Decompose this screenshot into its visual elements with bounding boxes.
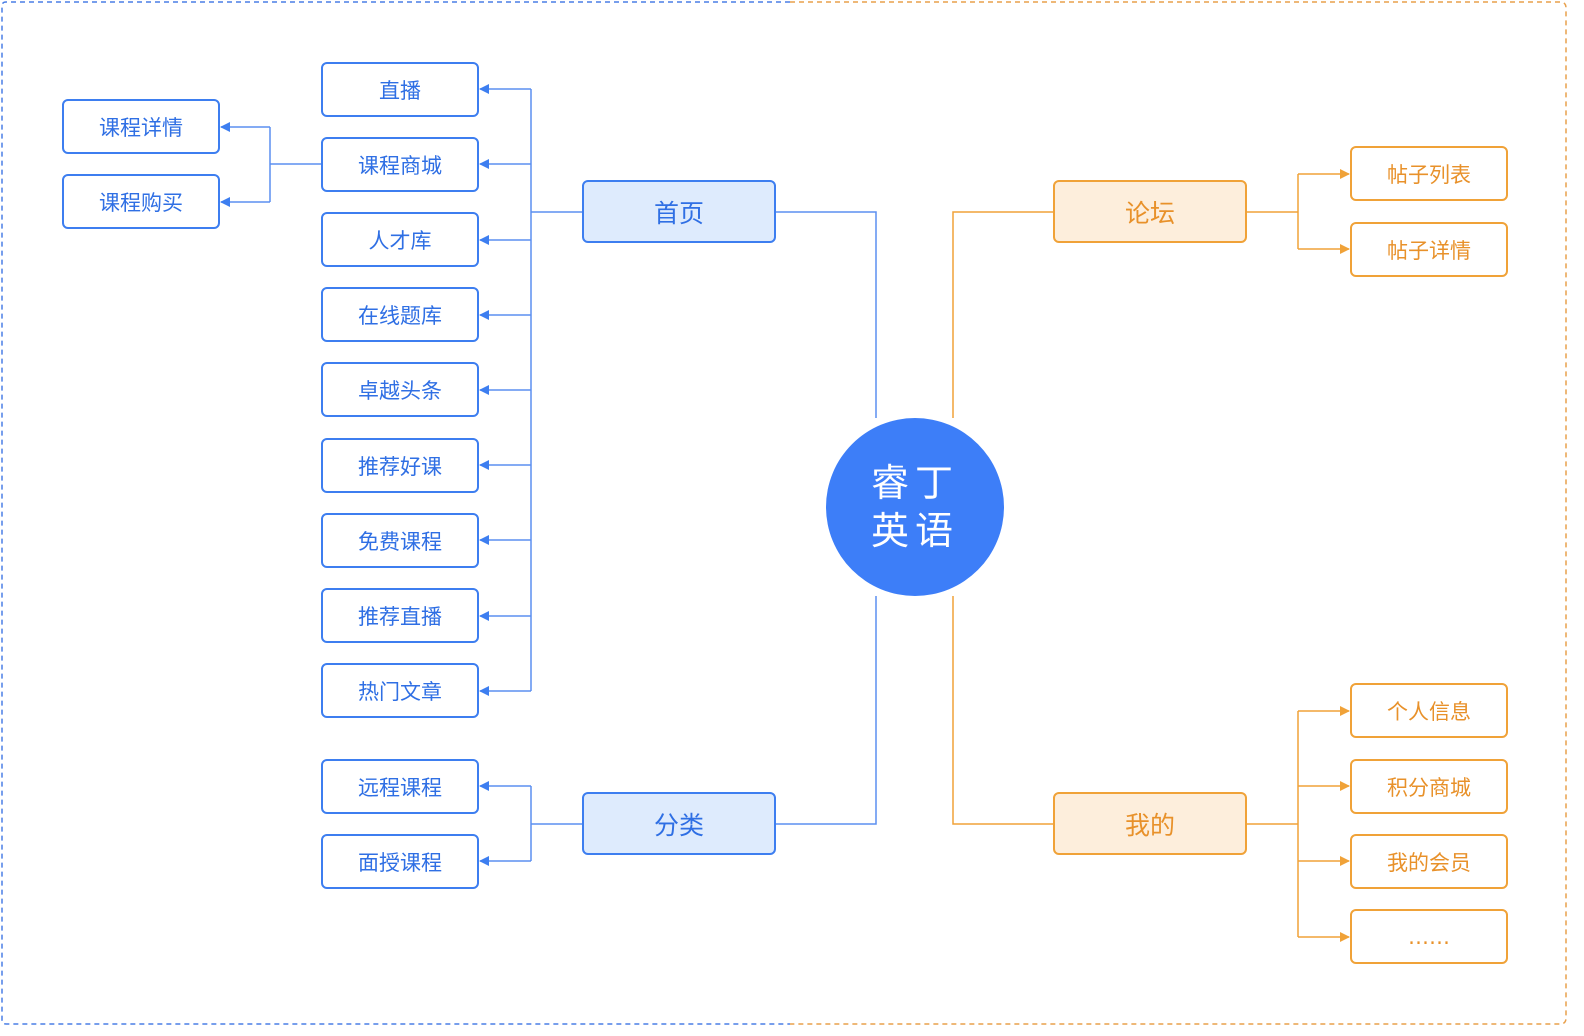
connector-center-mine	[952, 596, 1053, 825]
node-post-detail[interactable]: 帖子详情	[1350, 222, 1508, 277]
center-node: 睿丁 英语	[826, 418, 1004, 596]
connector-center-category	[776, 596, 877, 825]
node-mine[interactable]: 我的	[1053, 792, 1247, 855]
node-category[interactable]: 分类	[582, 792, 776, 855]
node-in-person-courses[interactable]: 面授课程	[321, 834, 479, 889]
node-profile[interactable]: 个人信息	[1350, 683, 1508, 738]
node-hot-articles[interactable]: 热门文章	[321, 663, 479, 718]
connector-center-forum	[952, 211, 1053, 418]
node-post-list[interactable]: 帖子列表	[1350, 146, 1508, 201]
frame-left	[1, 1, 790, 1025]
center-title-line-1: 睿丁	[870, 461, 959, 505]
node-more[interactable]: ……	[1350, 909, 1508, 964]
node-live[interactable]: 直播	[321, 62, 479, 117]
node-home[interactable]: 首页	[582, 180, 776, 243]
node-course-detail[interactable]: 课程详情	[62, 99, 220, 154]
node-talent-pool[interactable]: 人才库	[321, 212, 479, 267]
node-headlines[interactable]: 卓越头条	[321, 362, 479, 417]
node-online-question-bank[interactable]: 在线题库	[321, 287, 479, 342]
node-course-purchase[interactable]: 课程购买	[62, 174, 220, 229]
node-recommended-live[interactable]: 推荐直播	[321, 588, 479, 643]
node-remote-courses[interactable]: 远程课程	[321, 759, 479, 814]
node-free-courses[interactable]: 免费课程	[321, 513, 479, 568]
node-forum[interactable]: 论坛	[1053, 180, 1247, 243]
center-title-line-2: 英语	[870, 509, 959, 553]
node-my-membership[interactable]: 我的会员	[1350, 834, 1508, 889]
connector-center-home	[776, 211, 877, 418]
node-course-mall[interactable]: 课程商城	[321, 137, 479, 192]
node-points-mall[interactable]: 积分商城	[1350, 759, 1508, 814]
node-recommended-courses[interactable]: 推荐好课	[321, 438, 479, 493]
